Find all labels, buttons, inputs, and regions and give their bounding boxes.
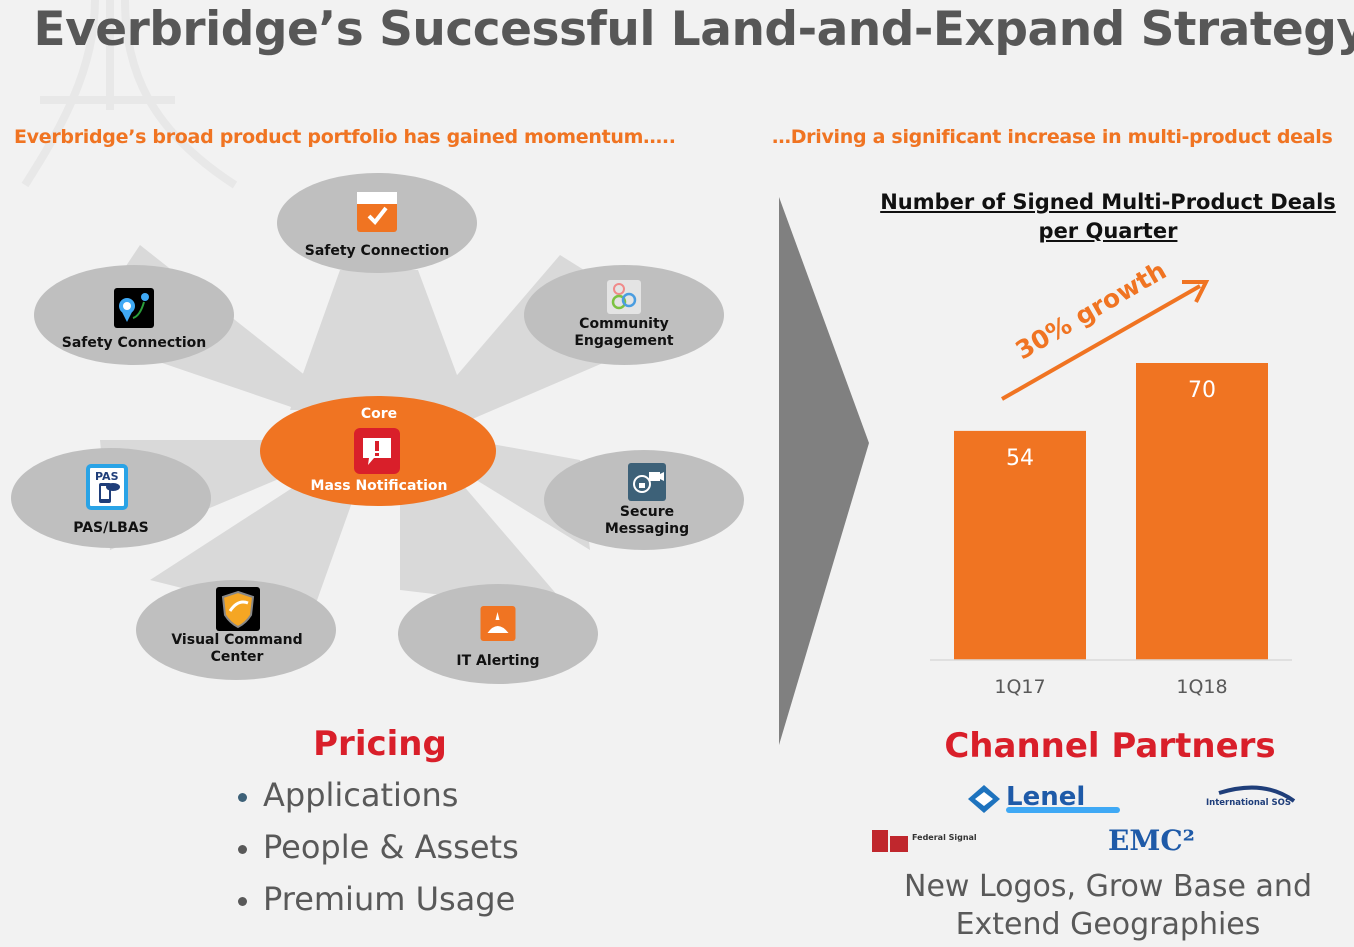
chevron-arrow-icon bbox=[779, 197, 869, 745]
label-line: Secure bbox=[619, 504, 675, 520]
chat-bubbles-icon bbox=[607, 280, 641, 314]
channel-partners-title: Channel Partners bbox=[944, 726, 1276, 766]
pricing-title: Pricing bbox=[313, 724, 447, 764]
product-label-secure-messaging: Secure Messaging bbox=[605, 504, 689, 538]
svg-text:PAS: PAS bbox=[95, 470, 119, 483]
ellipse-community-engagement bbox=[524, 265, 724, 365]
chart-title-line: Number of Signed Multi-Product Deals bbox=[880, 190, 1336, 214]
international-sos-logo-text: International SOS bbox=[1206, 798, 1291, 808]
page-title: Everbridge’s Successful Land-and-Expand … bbox=[33, 2, 1354, 57]
tagline-line: New Logos, Grow Base and bbox=[904, 869, 1312, 904]
mass-notification-icon bbox=[354, 428, 400, 474]
pricing-item: Applications bbox=[238, 776, 458, 814]
pricing-item-text: People & Assets bbox=[263, 828, 519, 866]
x-tick-label: 1Q18 bbox=[1176, 676, 1227, 698]
growth-arrow-icon bbox=[1001, 284, 1201, 401]
product-label-community-engagement: Community Engagement bbox=[574, 316, 673, 350]
federal-signal-logo: Federal Signal bbox=[872, 828, 1022, 862]
lenel-logo: Lenel bbox=[966, 782, 1126, 819]
product-label-pas-lbas: PAS/LBAS bbox=[73, 520, 149, 536]
bar-1Q17 bbox=[954, 430, 1086, 660]
bar-1Q18 bbox=[1136, 363, 1268, 660]
product-label-it-alerting: IT Alerting bbox=[456, 653, 540, 669]
bullet-icon bbox=[238, 792, 247, 802]
channel-tagline: New Logos, Grow Base and Extend Geograph… bbox=[880, 868, 1336, 944]
pricing-item: Premium Usage bbox=[238, 880, 515, 918]
left-subheading: Everbridge’s broad product portfolio has… bbox=[14, 126, 676, 148]
shield-icon bbox=[216, 587, 260, 631]
growth-arrowhead-icon bbox=[1182, 280, 1210, 303]
data-label: 54 bbox=[1006, 446, 1034, 471]
product-label-visual-command-center: Visual Command Center bbox=[171, 632, 302, 666]
chart-title: Number of Signed Multi-Product Deals per… bbox=[880, 188, 1336, 246]
it-alert-icon bbox=[480, 606, 516, 641]
product-label-safety-connection-top: Safety Connection bbox=[304, 243, 450, 259]
spoke bbox=[150, 470, 360, 620]
secure-message-icon bbox=[628, 463, 666, 501]
x-tick-label: 1Q17 bbox=[994, 676, 1045, 698]
label-line: Messaging bbox=[604, 521, 690, 537]
watermark-logo bbox=[21, 0, 238, 189]
emc-logo: EMC² bbox=[1108, 822, 1218, 862]
emc-logo-text: EMC² bbox=[1108, 824, 1195, 857]
international-sos-logo: International SOS bbox=[1204, 783, 1304, 821]
pricing-item-text: Applications bbox=[263, 776, 459, 814]
safety-connection-checkbox-icon bbox=[357, 192, 397, 232]
location-pin-icon bbox=[114, 288, 154, 328]
data-label: 70 bbox=[1188, 378, 1216, 403]
label-line: Center bbox=[210, 649, 264, 665]
right-subheading: …Driving a significant increase in multi… bbox=[772, 126, 1333, 148]
bullet-icon bbox=[238, 896, 247, 906]
label-line: Engagement bbox=[574, 333, 674, 349]
federal-signal-logo-text: Federal Signal bbox=[912, 833, 977, 842]
label-line: Visual Command bbox=[171, 632, 303, 648]
pricing-item-text: Premium Usage bbox=[263, 880, 516, 918]
core-product-label: Mass Notification bbox=[310, 478, 448, 494]
chart-title-line: per Quarter bbox=[1038, 219, 1178, 243]
tagline-line: Extend Geographies bbox=[955, 907, 1261, 942]
label-line: Community bbox=[579, 316, 669, 332]
core-label: Core bbox=[360, 406, 398, 422]
pas-phone-icon: PAS bbox=[86, 464, 128, 510]
spoke bbox=[400, 470, 570, 610]
spoke bbox=[290, 270, 470, 410]
pricing-item: People & Assets bbox=[238, 828, 519, 866]
product-label-safety-connection-left: Safety Connection bbox=[61, 335, 207, 351]
bullet-icon bbox=[238, 844, 247, 854]
product-portfolio-diagram bbox=[11, 173, 744, 684]
